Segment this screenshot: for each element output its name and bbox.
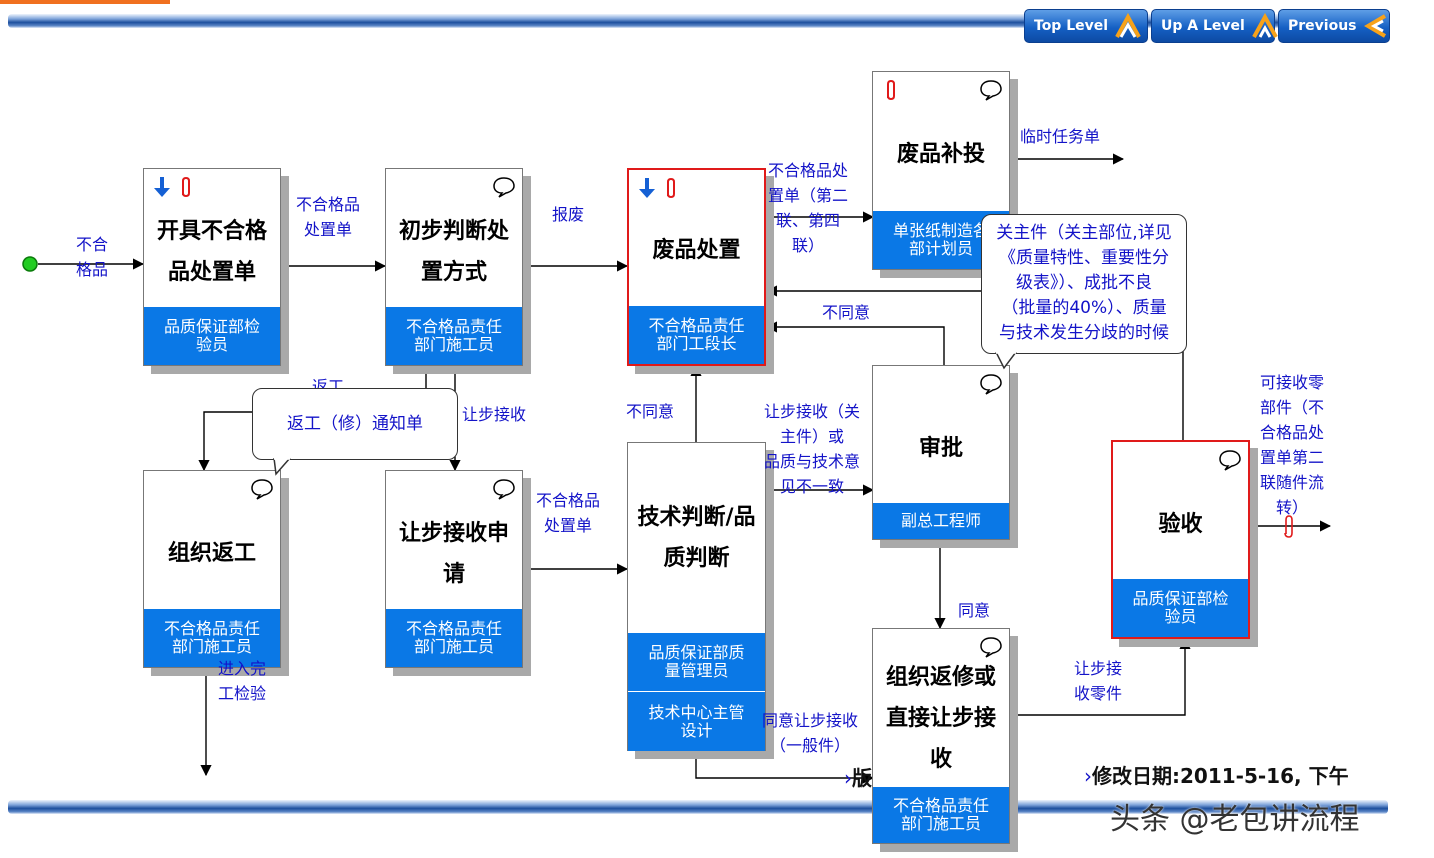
flow-label-disagree-tech: 不同意 — [626, 402, 675, 421]
speech-bubble-icon — [493, 177, 515, 198]
speech-bubble-icon — [980, 374, 1002, 395]
role-label: 不合格品责任 部门施工员 — [386, 307, 522, 365]
role-label: 副总工程师 — [873, 503, 1009, 539]
caret-left-icon — [1363, 12, 1389, 40]
process-box-organize-rework[interactable]: 组织返工 不合格品责任 部门施工员 — [143, 470, 281, 668]
process-title: 组织返修或 直接让步接 收 — [885, 665, 996, 772]
top-level-label: Top Level — [1034, 18, 1109, 34]
double-caret-up-icon — [1114, 12, 1142, 40]
caret-up-icon — [1251, 12, 1279, 40]
process-box-issue-nc-form[interactable]: 开具不合格 品处置单 品质保证部检 验员 — [143, 168, 281, 366]
modified-date: ›修改日期:2011-5-16, 下午 — [1084, 764, 1349, 788]
process-box-technical-judgment[interactable]: 技术判断/品 质判断 品质保证部质 量管理员 技术中心主管 设计 — [627, 442, 766, 751]
process-title: 废品补投 — [896, 142, 985, 167]
start-label: 不合 格品 — [75, 235, 108, 279]
paperclip-icon — [667, 177, 675, 199]
key-part-callout: 关主件（关主部位,详见 《质量特性、重要性分 级表》）、成批不良 （批量的40%… — [981, 214, 1187, 354]
process-title: 组织返工 — [167, 541, 256, 566]
callout-tail — [995, 352, 1017, 370]
flow-label-temp-task: 临时任务单 — [1020, 127, 1101, 146]
flow-label-disagree-approval: 不同意 — [822, 303, 871, 322]
flow-label-scrap: 报废 — [552, 205, 585, 224]
process-box-initial-judgment[interactable]: 初步判断处 置方式 不合格品责任 部门施工员 — [385, 168, 523, 366]
process-title: 初步判断处 置方式 — [398, 219, 509, 285]
process-title: 开具不合格 品处置单 — [156, 219, 267, 285]
paperclip-icon — [887, 79, 895, 101]
flow-label-agree-concession: 同意让步接收 （一般件） — [762, 711, 859, 755]
paperclip-icon — [1284, 515, 1293, 538]
top-level-button[interactable]: Top Level — [1024, 9, 1148, 43]
flow-label-nc-form: 不合格品 处置单 — [296, 195, 361, 239]
process-title: 技术判断/品 质判断 — [637, 505, 756, 571]
speech-bubble-icon — [493, 479, 515, 500]
role-label: 不合格品责任 部门工段长 — [629, 306, 764, 364]
up-level-label: Up A Level — [1161, 18, 1245, 34]
bottom-rule — [8, 800, 1388, 814]
process-box-repair-or-accept[interactable]: 组织返修或 直接让步接 收 不合格品责任 部门施工员 — [872, 628, 1010, 844]
process-box-approval[interactable]: 审批 副总工程师 — [872, 365, 1010, 540]
role-label-secondary: 技术中心主管 设计 — [628, 691, 765, 751]
process-box-concession-request[interactable]: 让步接收申 请 不合格品责任 部门施工员 — [385, 470, 523, 668]
flow-label-agree: 同意 — [958, 601, 991, 620]
role-label: 品质保证部质 量管理员 — [628, 633, 765, 691]
up-level-button[interactable]: Up A Level — [1151, 9, 1278, 43]
cut-off-text: ›版 — [844, 766, 872, 790]
rework-notice-callout: 返工（修）通知单 — [252, 388, 458, 460]
process-title: 验收 — [1158, 512, 1203, 537]
process-box-scrap-disposal[interactable]: 废品处置 不合格品责任 部门工段长 — [627, 168, 766, 366]
speech-bubble-icon — [251, 479, 273, 500]
flow-label-concession-parts: 让步接 收零件 — [1074, 659, 1123, 703]
flow-label-concession: 让步接收 — [462, 405, 527, 424]
process-title: 让步接收申 请 — [398, 521, 509, 587]
role-label: 不合格品责任 部门施工员 — [386, 609, 522, 667]
callout-tail — [273, 458, 291, 476]
speech-bubble-icon — [980, 637, 1002, 658]
role-label: 不合格品责任 部门施工员 — [144, 609, 280, 667]
paperclip-icon — [182, 176, 190, 198]
callout-text: 返工（修）通知单 — [287, 413, 423, 434]
previous-button[interactable]: Previous — [1278, 9, 1390, 43]
flow-label-acceptable-parts: 可接收零 部件（不 合格品处 置单第二 联随件流 转） — [1260, 373, 1325, 517]
watermark: 头条 @老包讲流程 — [1110, 802, 1360, 837]
previous-label: Previous — [1288, 18, 1357, 34]
flow-label-nc-form-copies: 不合格品处 置单（第二 联、第四 联） — [768, 161, 849, 255]
process-box-scrap-replenish[interactable]: 废品补投 单张纸制造各 部计划员 — [872, 71, 1010, 270]
process-title: 审批 — [918, 436, 963, 461]
role-label: 品质保证部检 验员 — [1113, 579, 1248, 637]
start-node — [22, 256, 38, 272]
top-accent — [0, 0, 170, 4]
down-arrow-icon — [639, 178, 655, 198]
process-box-acceptance[interactable]: 验收 品质保证部检 验员 — [1111, 440, 1250, 639]
speech-bubble-icon — [980, 80, 1002, 101]
flow-label-nc-form-2: 不合格品 处置单 — [536, 491, 601, 535]
role-label: 不合格品责任 部门施工员 — [873, 787, 1009, 843]
down-arrow-icon — [154, 177, 170, 197]
flow-label-final-inspection: 进入完 工检验 — [218, 659, 267, 703]
process-title: 废品处置 — [652, 238, 741, 263]
flow-label-key-part: 让步接收（关 主件）或 品质与技术意 见不一致 — [764, 402, 861, 496]
speech-bubble-icon — [1219, 450, 1241, 471]
role-label: 品质保证部检 验员 — [144, 307, 280, 365]
